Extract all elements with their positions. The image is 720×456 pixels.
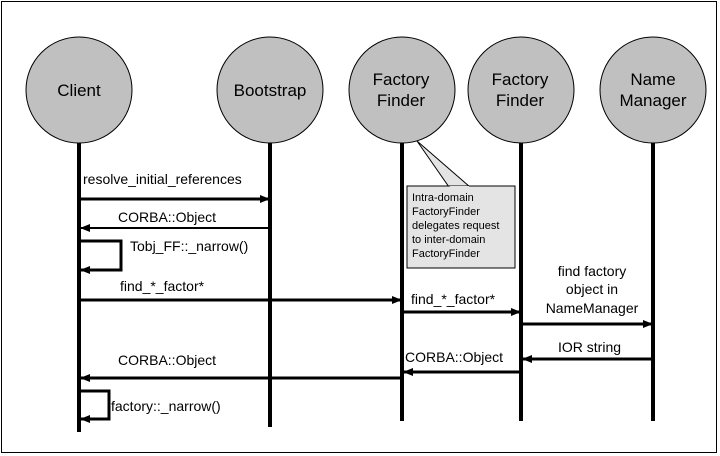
actor-label: Factory <box>492 70 549 89</box>
actor-label: Client <box>57 81 101 100</box>
message-label: Tobj_FF::_narrow() <box>130 238 248 254</box>
message-label: find_*_factor* <box>120 278 205 294</box>
message-tobj-ff-narrow: Tobj_FF::_narrow() <box>80 238 248 274</box>
message-find-factor-1: find_*_factor* <box>81 278 402 304</box>
message-label: resolve_initial_references <box>83 171 242 187</box>
message-label: CORBA::Object <box>118 209 216 225</box>
message-label: CORBA::Object <box>118 352 216 368</box>
message-label: find factory <box>558 263 626 279</box>
message-label: find_*_factor* <box>411 291 496 307</box>
actor-label: Finder <box>377 91 426 110</box>
note-line: Intra-domain <box>412 192 474 204</box>
message-resolve-initial-references: resolve_initial_references <box>81 171 270 203</box>
message-corba-object-2: CORBA::Object <box>403 349 519 376</box>
message-factory-narrow: factory::_narrow() <box>80 389 221 423</box>
note-callout: Intra-domain FactoryFinder delegates req… <box>406 140 516 269</box>
message-corba-object-3: CORBA::Object <box>80 352 400 382</box>
note-line: FactoryFinder <box>412 248 480 260</box>
actor-label: Factory <box>373 70 430 89</box>
actor-label: Bootstrap <box>234 81 307 100</box>
actor-label: Manager <box>619 91 686 110</box>
message-label: CORBA::Object <box>405 349 503 365</box>
note-line: delegates request <box>412 220 499 232</box>
message-label: object in <box>566 281 618 297</box>
actor-name-manager[interactable]: Name Manager <box>599 36 707 144</box>
actor-factory-finder-2[interactable]: Factory Finder <box>467 36 575 144</box>
message-corba-object-1: CORBA::Object <box>80 209 268 232</box>
actor-client[interactable]: Client <box>25 36 133 144</box>
message-label: IOR string <box>558 339 621 355</box>
actor-label: Finder <box>496 91 545 110</box>
actor-factory-finder-1[interactable]: Factory Finder <box>348 36 456 144</box>
message-label: NameManager <box>546 300 639 316</box>
actor-label: Name <box>630 70 675 89</box>
note-line: FactoryFinder <box>412 206 480 218</box>
note-line: to inter-domain <box>412 234 485 246</box>
actor-bootstrap[interactable]: Bootstrap <box>216 36 324 144</box>
message-find-factor-2: find_*_factor* <box>404 291 521 316</box>
message-ior-string: IOR string <box>522 339 651 363</box>
message-label: factory::_narrow() <box>111 398 221 414</box>
message-find-factory-object: find factory object in NameManager <box>523 263 653 328</box>
